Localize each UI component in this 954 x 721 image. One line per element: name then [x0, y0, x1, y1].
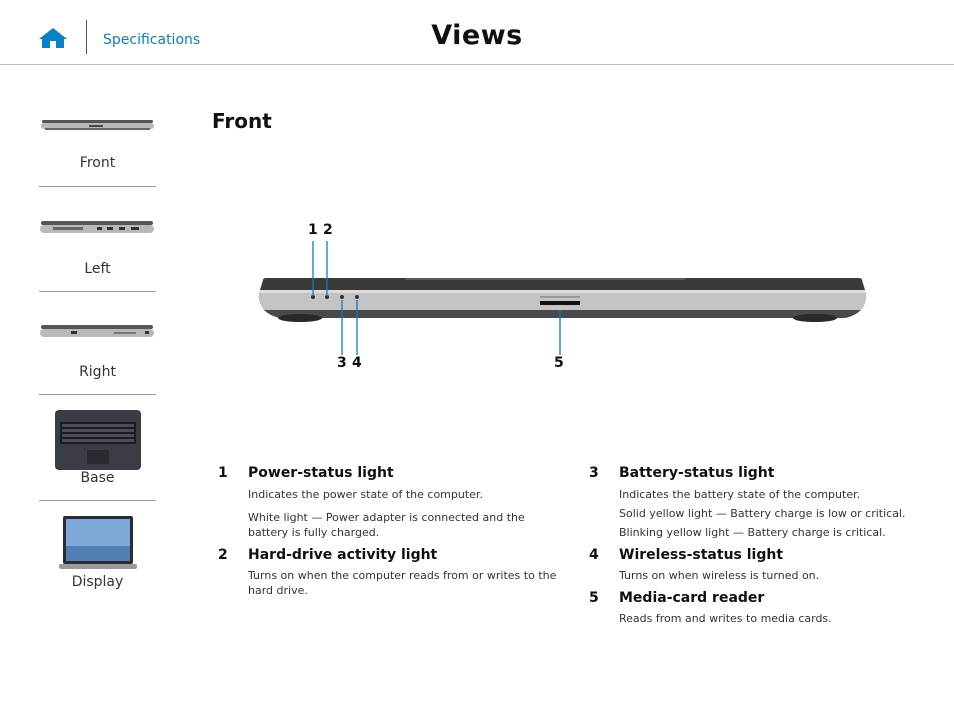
sidebar-item-label: Display — [71, 574, 124, 590]
item-number: 2 — [218, 547, 228, 563]
item-number: 5 — [589, 590, 599, 606]
item-number: 4 — [589, 547, 599, 563]
item-title: Hard-drive activity light — [248, 547, 438, 563]
header-divider — [86, 20, 87, 54]
laptop-front-illustration — [258, 278, 867, 322]
header: Specifications Views — [0, 0, 954, 65]
sidebar-item-front[interactable]: Front — [39, 112, 156, 187]
sidebar-divider — [39, 394, 156, 395]
item-title: Power-status light — [248, 465, 394, 481]
item-text: Indicates the battery state of the compu… — [619, 488, 861, 501]
laptop-front-thumbnail — [41, 120, 154, 130]
sidebar-item-label: Right — [79, 364, 116, 380]
item-number: 3 — [589, 465, 599, 481]
sidebar-item-display[interactable]: Display — [39, 514, 156, 594]
sidebar-item-base[interactable]: Base — [39, 408, 156, 501]
item-text: Turns on when wireless is turned on. — [619, 569, 820, 582]
item-text: Solid yellow light — Battery charge is l… — [619, 507, 906, 520]
item-title: Media-card reader — [619, 590, 765, 606]
laptop-display-thumbnail — [59, 516, 137, 569]
item-text: Blinking yellow light — Battery charge i… — [619, 526, 886, 539]
callout-number: 4 — [352, 355, 362, 371]
callout-number: 2 — [323, 222, 333, 238]
callout-number: 3 — [337, 355, 347, 371]
section-title: Front — [212, 109, 272, 133]
sidebar-item-right[interactable]: Right — [39, 318, 156, 395]
laptop-right-thumbnail — [40, 325, 154, 337]
item-title: Battery-status light — [619, 465, 775, 481]
page-title: Views — [431, 20, 523, 51]
sidebar-item-label: Base — [80, 470, 115, 486]
item-text: White light — Power adapter is connected… — [248, 511, 525, 539]
laptop-base-thumbnail — [55, 410, 141, 470]
callout-lines — [312, 241, 561, 355]
sidebar-item-label: Left — [84, 261, 111, 277]
specifications-link[interactable]: Specifications — [103, 32, 201, 48]
item-title: Wireless-status light — [619, 547, 784, 563]
sidebar-item-left[interactable]: Left — [39, 212, 156, 292]
callout-number: 1 — [308, 222, 318, 238]
item-text: Indicates the power state of the compute… — [248, 488, 483, 501]
callout-number: 5 — [554, 355, 564, 371]
home-icon[interactable] — [38, 26, 68, 50]
item-text: Turns on when the computer reads from or… — [248, 569, 557, 597]
sidebar-item-label: Front — [79, 155, 116, 171]
sidebar-divider — [39, 291, 156, 292]
item-text: Reads from and writes to media cards. — [619, 612, 832, 625]
sidebar-divider — [39, 186, 156, 187]
laptop-left-thumbnail — [40, 221, 154, 233]
sidebar-divider — [39, 500, 156, 501]
item-number: 1 — [218, 465, 228, 481]
